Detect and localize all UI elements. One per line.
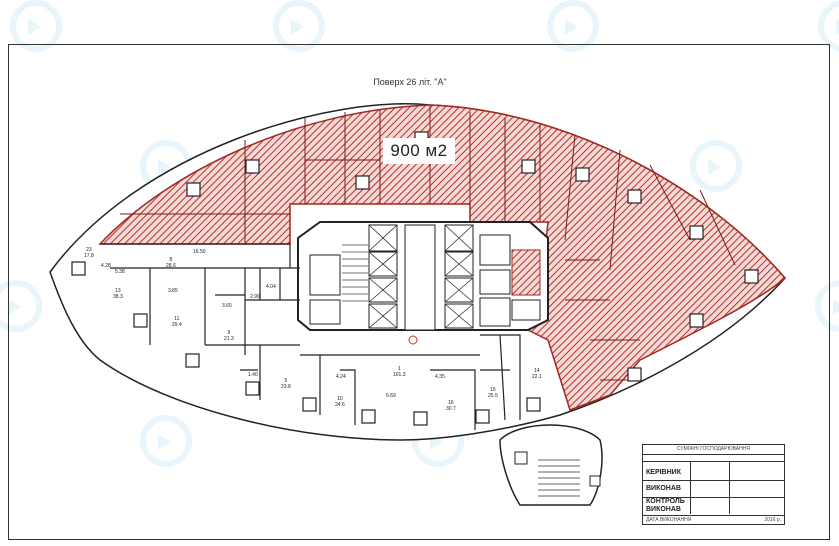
title-block-header: СУМІЖНІ ГОСПОДАРЮВАННЯ (677, 446, 750, 452)
title-block-row-label: ВИКОНАВ (646, 485, 681, 492)
marker-circle (408, 335, 418, 345)
room-walls (100, 243, 521, 430)
area-label: 900 м2 (383, 138, 455, 164)
logo-watermark-icon (10, 0, 62, 52)
stair-treads (342, 244, 368, 302)
title-block: СУМІЖНІ ГОСПОДАРЮВАННЯ КЕРІВНИК ВИКОНАВ … (642, 444, 785, 525)
logo-watermark-icon (547, 0, 599, 52)
dimension-label: 6.69 (386, 393, 396, 399)
dimension-label: 1.40 (248, 372, 258, 378)
title-block-footer-left: ДАТА ВИКОНАННЯ (646, 517, 692, 523)
hatched-area (98, 104, 787, 411)
hatched-walls (120, 106, 736, 381)
logo-watermark-icon (0, 280, 42, 332)
dimension-label: 5.38 (115, 269, 125, 275)
building-core (297, 221, 549, 331)
columns (71, 131, 759, 426)
drawing-frame (8, 44, 830, 540)
dimension-label: 16.50 (193, 249, 206, 255)
plan-title: Поверх 26 літ. "А" (373, 77, 447, 87)
dimension-label: 4.04 (266, 284, 276, 290)
logo-watermark-icon (140, 415, 192, 467)
dimension-label: 4.28 (101, 263, 111, 269)
logo-watermark-icon (273, 0, 325, 52)
title-block-footer-right: 2016 р. (764, 517, 781, 523)
dimension-label: 4.24 (336, 374, 346, 380)
title-block-row-label: КЕРІВНИК (646, 469, 681, 476)
dimension-label: 3.65 (222, 303, 232, 309)
title-block-row-label: КОНТРОЛЬ ВИКОНАВ (646, 498, 685, 513)
dimension-label: 4.35 (435, 374, 445, 380)
logo-watermark-icon (690, 140, 742, 192)
dimension-label: 2.90 (250, 294, 260, 300)
stair-tower (499, 424, 603, 506)
dimension-label: 3.85 (168, 288, 178, 294)
